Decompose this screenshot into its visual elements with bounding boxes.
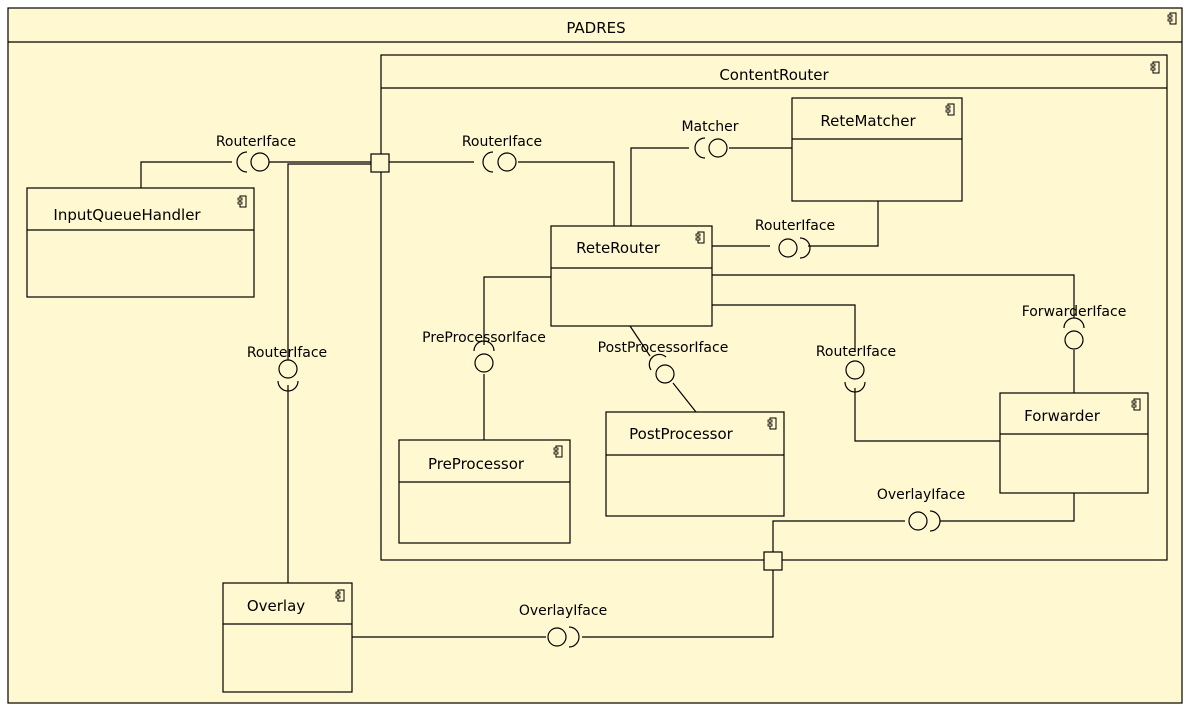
component-pre-processor[interactable]: PreProcessor bbox=[398, 439, 571, 544]
iface-overlay-outer bbox=[547, 626, 580, 648]
rete-matcher-title: ReteMatcher bbox=[820, 112, 916, 130]
iface-postprocessor bbox=[648, 353, 675, 384]
padres-title: PADRES bbox=[566, 19, 625, 37]
iface-router-input bbox=[236, 151, 270, 173]
content-router-port-overlay[interactable] bbox=[763, 551, 783, 571]
iface-router-content bbox=[482, 151, 517, 173]
label-forwarder-iface: ForwarderIface bbox=[1022, 304, 1127, 320]
component-input-queue-handler[interactable]: InputQueueHandler bbox=[26, 187, 255, 298]
iface-router-overlay bbox=[277, 359, 299, 392]
component-rete-router[interactable]: ReteRouter bbox=[550, 225, 713, 327]
overlay-title: Overlay bbox=[247, 597, 305, 615]
label-overlay-iface-inner: OverlayIface bbox=[877, 487, 965, 503]
label-overlay-iface-outer: OverlayIface bbox=[519, 603, 607, 619]
iface-router-forwarder bbox=[844, 360, 866, 393]
input-queue-handler-title: InputQueueHandler bbox=[53, 206, 201, 224]
iface-overlay-inner bbox=[908, 510, 941, 532]
label-router-iface-content: RouterIface bbox=[462, 134, 542, 150]
label-router-iface-overlay: RouterIface bbox=[247, 345, 327, 361]
iface-preprocessor bbox=[473, 340, 495, 373]
content-router-port-router[interactable] bbox=[370, 153, 390, 173]
label-matcher: Matcher bbox=[681, 119, 738, 135]
label-router-iface-forwarder: RouterIface bbox=[816, 344, 896, 360]
component-forwarder[interactable]: Forwarder bbox=[999, 392, 1149, 494]
connectors bbox=[140, 147, 1075, 638]
forwarder-title: Forwarder bbox=[1024, 407, 1101, 425]
component-overlay[interactable]: Overlay bbox=[222, 582, 353, 693]
post-processor-title: PostProcessor bbox=[629, 425, 733, 443]
iface-matcher bbox=[694, 137, 728, 159]
label-router-iface-matcher: RouterIface bbox=[755, 218, 835, 234]
label-preprocessor-iface: PreProcessorIface bbox=[422, 330, 546, 346]
label-router-iface-input: RouterIface bbox=[216, 134, 296, 150]
pre-processor-title: PreProcessor bbox=[428, 455, 525, 473]
component-rete-matcher[interactable]: ReteMatcher bbox=[791, 97, 963, 202]
content-router-title: ContentRouter bbox=[719, 66, 829, 84]
rete-router-title: ReteRouter bbox=[576, 239, 661, 257]
iface-router-matcher bbox=[778, 237, 811, 259]
iface-forwarder bbox=[1063, 317, 1085, 350]
component-post-processor[interactable]: PostProcessor bbox=[605, 411, 785, 517]
label-postprocessor-iface: PostProcessorIface bbox=[598, 340, 729, 356]
